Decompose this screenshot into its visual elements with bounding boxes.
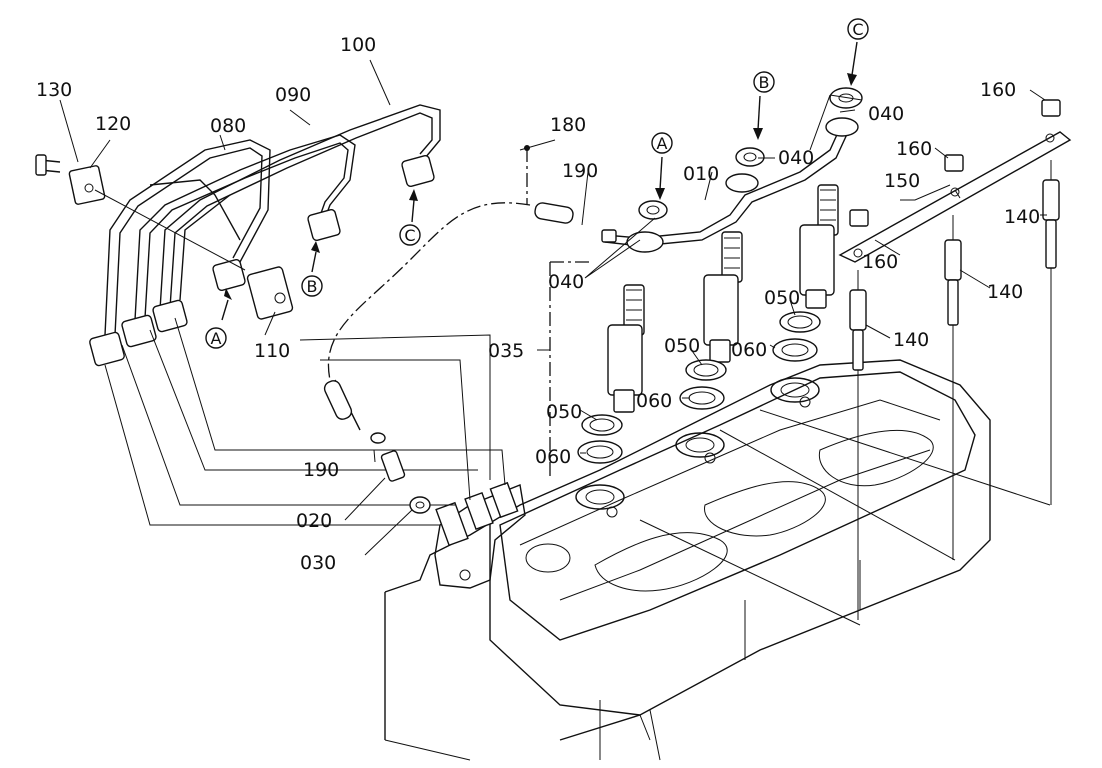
label-060-a: 060	[535, 446, 571, 468]
return-hose	[323, 145, 574, 431]
label-140-b: 140	[987, 281, 1023, 303]
label-150: 150	[884, 170, 920, 192]
label-020: 020	[296, 510, 332, 532]
label-040-b: 040	[778, 147, 814, 169]
marker-a-left: A	[211, 329, 222, 348]
injection-pipes	[89, 104, 506, 526]
label-040-c: 040	[868, 103, 904, 125]
overflow-fitting	[370, 432, 431, 514]
marker-b-right: B	[759, 73, 770, 92]
label-190-top: 190	[562, 160, 598, 182]
injection-pump-outlets	[434, 481, 526, 589]
leader-lines	[59, 59, 1047, 556]
marker-a-left-circle	[205, 327, 227, 349]
label-040-a: 040	[548, 271, 584, 293]
label-090: 090	[275, 84, 311, 106]
marker-arrows	[221, 41, 858, 321]
glow-plugs	[639, 99, 1072, 626]
marker-b-left-circle	[301, 275, 323, 297]
label-080: 080	[210, 115, 246, 137]
label-160-b: 160	[896, 138, 932, 160]
label-060-c: 060	[731, 339, 767, 361]
label-190-low: 190	[303, 459, 339, 481]
label-110: 110	[254, 340, 290, 362]
label-060-b: 060	[636, 390, 672, 412]
label-140-c: 140	[893, 329, 929, 351]
connection-markers: A B C A B C	[205, 18, 869, 349]
marker-b-right-circle	[753, 71, 775, 93]
label-160-a: 160	[980, 79, 1016, 101]
pipe-clamps	[35, 154, 294, 320]
label-100: 100	[340, 34, 376, 56]
cylinder-head	[384, 359, 991, 761]
label-120: 120	[95, 113, 131, 135]
label-050-c: 050	[764, 287, 800, 309]
injector-nozzles	[549, 184, 839, 480]
label-140-a: 140	[1004, 206, 1040, 228]
label-030: 030	[300, 552, 336, 574]
label-160-c: 160	[862, 251, 898, 273]
marker-c-right: C	[852, 20, 863, 39]
marker-c-left: C	[404, 226, 415, 245]
marker-b-left: B	[307, 277, 318, 296]
marker-a-right: A	[657, 134, 668, 153]
label-050-b: 050	[664, 335, 700, 357]
part-labels: 130 120 080 090 100 110 180 190 190 010 …	[36, 34, 1040, 574]
label-130: 130	[36, 79, 72, 101]
label-010: 010	[683, 163, 719, 185]
label-180: 180	[550, 114, 586, 136]
marker-a-right-circle	[651, 132, 673, 154]
marker-c-left-circle	[399, 224, 421, 246]
marker-c-right-circle	[847, 18, 869, 40]
label-050-a: 050	[546, 401, 582, 423]
label-035: 035	[488, 340, 524, 362]
